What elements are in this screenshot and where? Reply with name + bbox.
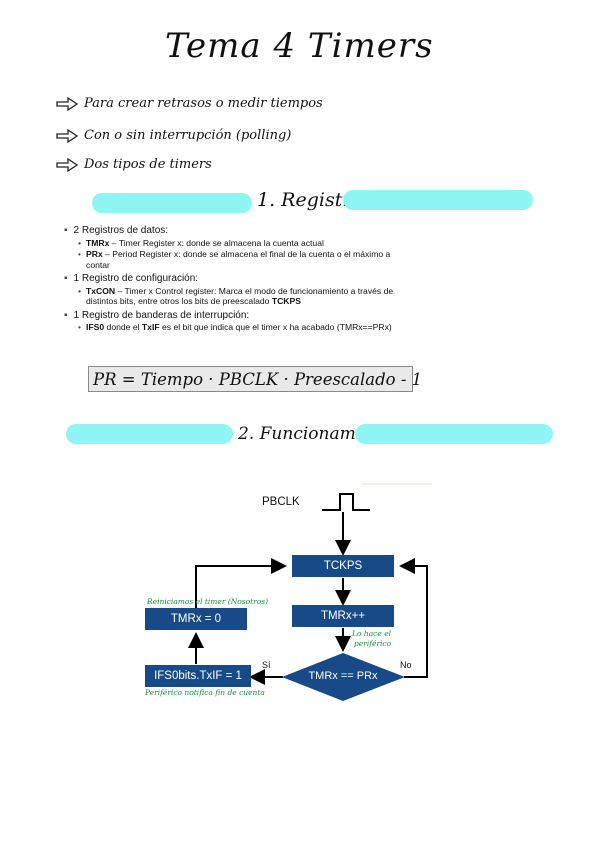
clock-waveform-icon xyxy=(322,493,370,511)
intro-bullet: Para crear retrasos o medir tiempos xyxy=(56,96,323,111)
intro-bullet-text: Para crear retrasos o medir tiempos xyxy=(84,96,323,111)
note-flag: Periférico notifica fin de cuenta xyxy=(145,688,265,697)
register-desc: – Timer x Control register: Marca el mod… xyxy=(86,285,394,307)
intro-bullet: Con o sin interrupción (polling) xyxy=(56,128,291,143)
register-name: TxIF xyxy=(141,322,160,332)
hollow-arrow-icon xyxy=(56,96,78,111)
register-name: IFS0 xyxy=(86,322,105,332)
list-subitem: •TMRx – Timer Register x: donde se almac… xyxy=(78,237,324,248)
list-item: ▪2 Registros de datos: xyxy=(64,225,169,236)
yes-label: Sí xyxy=(262,660,271,670)
group-heading: 2 Registros de datos: xyxy=(73,225,169,236)
tckps-block: TCKPS xyxy=(292,555,394,577)
pr-formula: PR = Tiempo · PBCLK · Preescalado - 1 xyxy=(88,366,422,392)
tmr-increment-block: TMRx++ xyxy=(292,605,394,627)
tmr-reset-block: TMRx = 0 xyxy=(145,608,247,630)
list-subitem: •IFS0 donde el TxIF es el bit que indica… xyxy=(78,322,392,332)
intro-bullet: Dos tipos de timers xyxy=(56,157,212,172)
register-desc: es el bit que indica que el timer x ha a… xyxy=(159,322,392,332)
decision-diamond xyxy=(282,653,405,701)
decision-label: TMRx == PRx xyxy=(308,670,378,682)
register-desc: – Timer Register x: donde se almacena la… xyxy=(109,237,324,248)
hollow-arrow-icon xyxy=(56,157,78,172)
note-reset: Reiniciamos el timer (Nosotros) xyxy=(147,597,269,606)
register-name: TCKPS xyxy=(271,296,301,306)
group-heading: 1 Registro de configuración: xyxy=(73,273,199,284)
register-name: PRx xyxy=(86,249,103,259)
note-peripheral-line2: periférico xyxy=(354,639,392,648)
flag-set-block: IFS0bits.TxIF = 1 xyxy=(145,665,251,687)
register-list: ▪2 Registros de datos: •TMRx – Timer Reg… xyxy=(64,222,414,333)
register-name: TxCON xyxy=(86,285,116,296)
section-highlight-left xyxy=(66,424,233,444)
list-subitem: •PRx – Period Register x: donde se almac… xyxy=(78,249,391,270)
clock-label: PBCLK xyxy=(262,496,300,508)
hollow-arrow-icon xyxy=(56,128,78,143)
list-item: ▪1 Registro de configuración: xyxy=(64,273,199,284)
list-subitem: •TxCON – Timer x Control register: Marca… xyxy=(78,285,394,307)
intro-bullet-text: Con o sin interrupción (polling) xyxy=(84,128,292,143)
section-highlight-right xyxy=(355,424,553,444)
register-name: TMRx xyxy=(86,237,110,248)
note-peripheral-line1: Lo hace el xyxy=(352,629,392,638)
intro-bullet-text: Dos tipos de timers xyxy=(84,157,212,172)
no-label: No xyxy=(400,660,412,670)
list-item: ▪1 Registro de banderas de interrupción: xyxy=(64,309,250,321)
register-desc: – Period Register x: donde se almacena e… xyxy=(86,249,391,270)
page-title: Tema 4 Timers xyxy=(165,26,434,66)
section-highlight-left xyxy=(92,193,252,213)
group-heading: 1 Registro de banderas de interrupción: xyxy=(73,309,250,321)
register-desc: donde el xyxy=(104,322,142,332)
section-highlight-right xyxy=(343,190,533,210)
